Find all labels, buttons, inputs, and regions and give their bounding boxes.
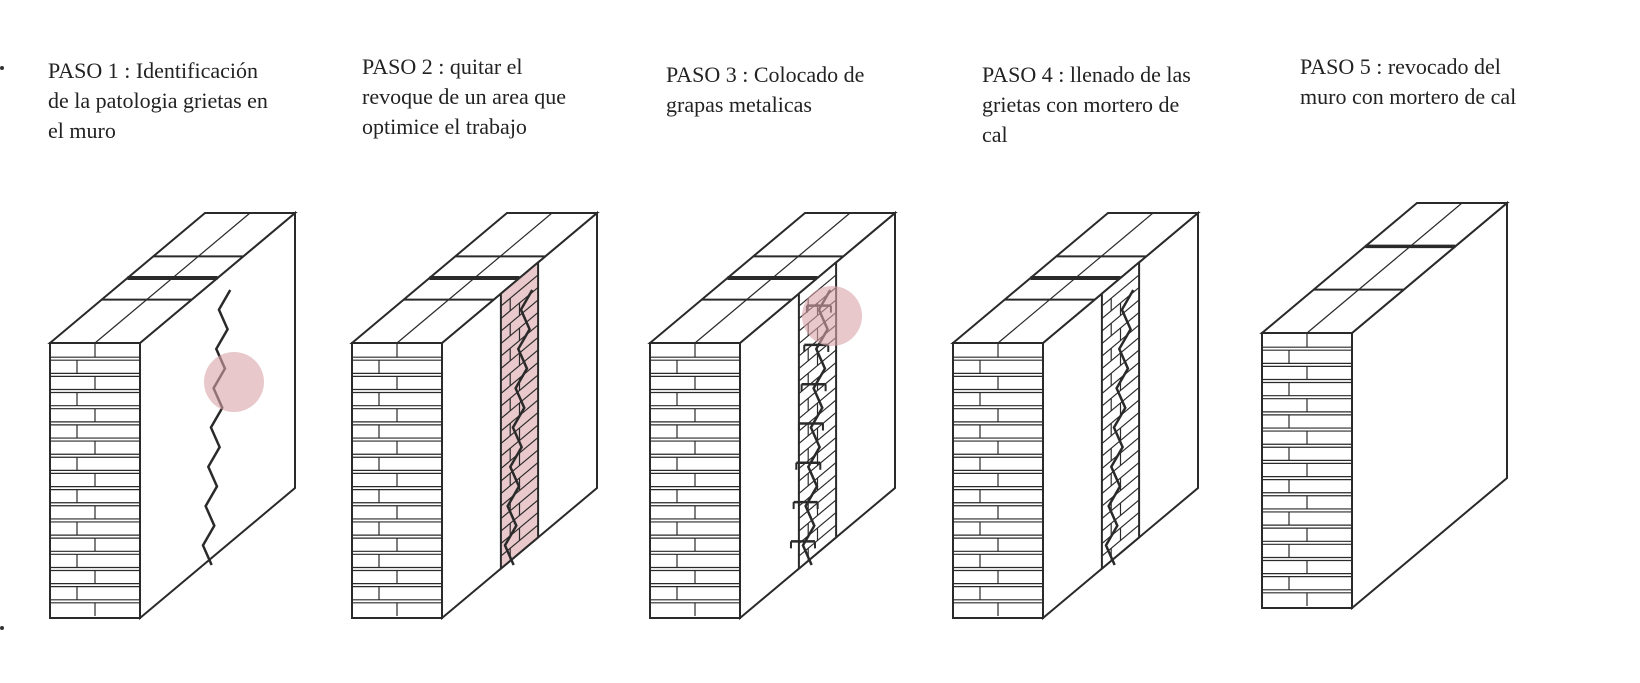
strip-course — [500, 499, 539, 532]
strip-course — [500, 349, 539, 382]
strip-course — [1101, 374, 1140, 407]
strip-course — [1101, 499, 1140, 532]
edge-mark-bottom — [0, 626, 4, 630]
wall-step-4 — [950, 210, 1201, 621]
step-1-label: PASO 1 : Identificación de la patologia … — [48, 58, 268, 143]
wall-step-3 — [647, 210, 898, 621]
staple-highlight-circle — [802, 286, 862, 346]
top-joint — [1306, 202, 1463, 334]
strip-course — [1101, 299, 1140, 332]
edge-mark-top — [0, 66, 4, 70]
step-4-label: PASO 4 : llenado de las grietas con mort… — [982, 62, 1191, 147]
crack-line — [503, 289, 534, 566]
strip-course — [1101, 449, 1140, 482]
strip-course — [500, 299, 539, 332]
strip-course — [500, 374, 539, 407]
wall-step-5 — [1259, 200, 1510, 611]
strip-course — [798, 349, 837, 382]
strip-course — [500, 474, 539, 507]
step-2-label: PASO 2 : quitar el revoque de un area qu… — [362, 54, 567, 139]
strip-course — [798, 449, 837, 482]
step-5-label: PASO 5 : revocado del muro con mortero d… — [1300, 54, 1517, 109]
strip-course — [1101, 324, 1140, 357]
strip-course — [500, 449, 539, 482]
strip-course — [500, 274, 539, 307]
crack-line — [201, 289, 232, 566]
strip-course — [1101, 474, 1140, 507]
wall-step-2 — [349, 210, 600, 621]
step-3-label: PASO 3 : Colocado de grapas metalicas — [666, 62, 865, 117]
crack-highlight-circle — [204, 352, 264, 412]
strip-course — [798, 374, 837, 407]
wall-step-1 — [47, 210, 298, 621]
strip-course — [500, 324, 539, 357]
strip-course — [1101, 349, 1140, 382]
strip-course — [798, 499, 837, 532]
crack-line — [1104, 289, 1135, 566]
strip-course — [1101, 274, 1140, 307]
